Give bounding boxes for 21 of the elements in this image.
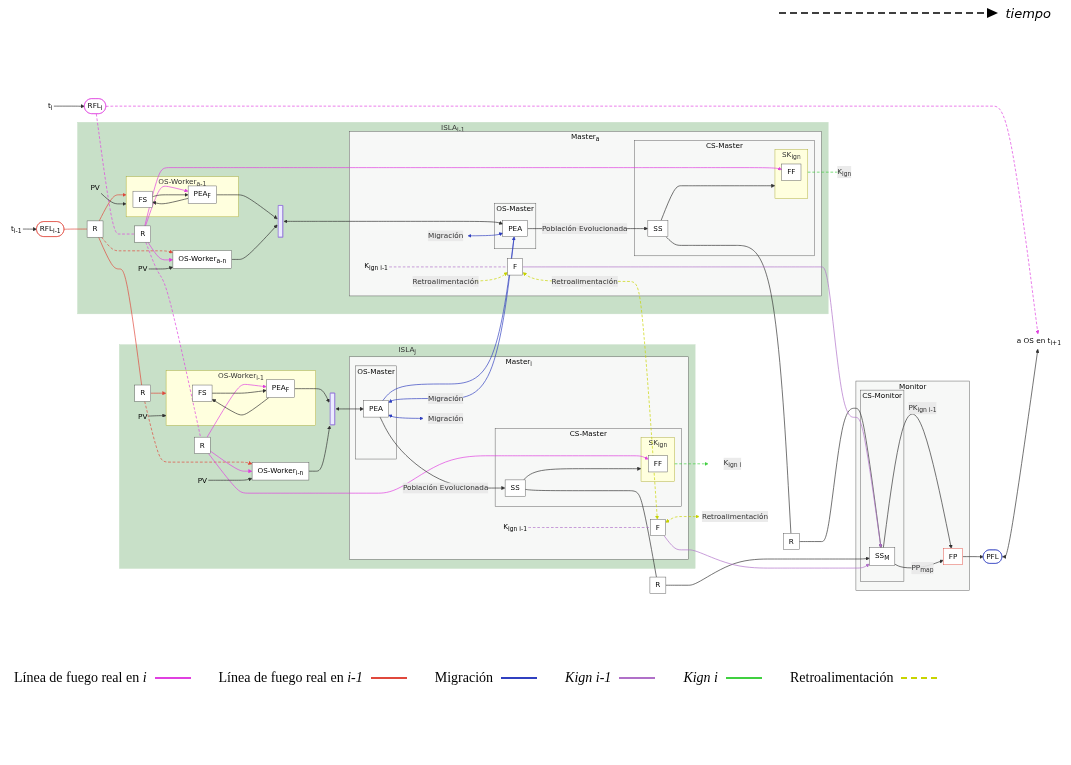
legend-label: Kign i-1 xyxy=(565,670,612,686)
connector-line xyxy=(665,236,791,534)
legend-label: Retroalimentación xyxy=(790,670,894,686)
legend-label: Kign i xyxy=(683,670,718,686)
connector-line xyxy=(144,241,201,438)
connector-line xyxy=(63,228,87,230)
legend-label: Línea de fuego real en i-1 xyxy=(218,670,363,686)
bar xyxy=(329,392,335,426)
bar xyxy=(277,205,283,238)
legend-label: Migración xyxy=(434,670,494,686)
arrow xyxy=(283,219,503,225)
axis-label: tiempo xyxy=(1005,5,1051,21)
arrow xyxy=(1001,348,1039,559)
connector-line xyxy=(97,236,142,386)
arrow xyxy=(664,514,699,523)
arrow xyxy=(335,406,364,411)
legend-label: Línea de fuego real en i xyxy=(14,670,147,686)
arrow xyxy=(467,232,503,238)
connector-line xyxy=(527,527,651,528)
connector-line xyxy=(524,489,657,578)
connector-line xyxy=(388,266,508,268)
